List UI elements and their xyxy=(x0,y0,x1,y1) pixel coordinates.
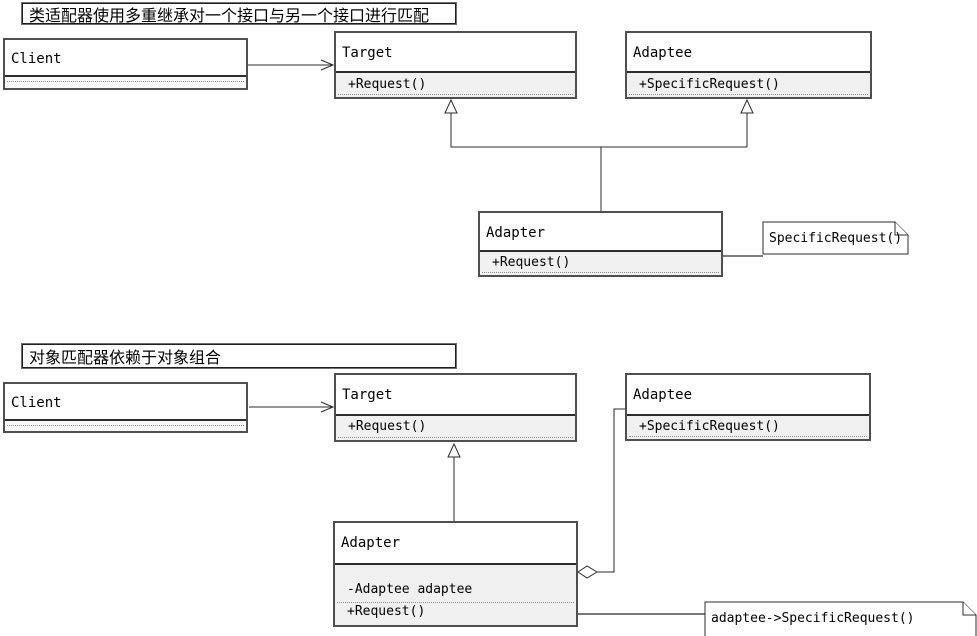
caption-text: 对象匹配器依赖于对象组合 xyxy=(29,348,222,367)
class-client-bottom: Client xyxy=(3,382,248,433)
class-adapter-top: Adapter +Request() xyxy=(478,211,723,277)
methods-compartment: +Request() xyxy=(336,73,575,97)
members-compartment: -Adaptee adaptee +Request() xyxy=(335,565,576,625)
class-name: Client xyxy=(5,40,246,75)
association-arrowhead-bottom-icon xyxy=(320,401,335,413)
note-text-top: SpecificRequest() xyxy=(769,231,903,246)
class-name: Client xyxy=(5,384,246,419)
class-target-bottom: Target +Request() xyxy=(334,373,577,442)
methods-compartment: +Request() xyxy=(336,416,575,440)
dotted-divider xyxy=(7,81,244,82)
compartment-divider xyxy=(336,414,575,416)
class-adaptee-bottom: Adaptee +SpecificRequest() xyxy=(625,373,871,441)
methods-compartment: +SpecificRequest() xyxy=(627,73,870,97)
caption-text: 类适配器使用多重继承对一个接口与另一个接口进行匹配 xyxy=(29,5,430,25)
method-label: +Request() xyxy=(348,419,427,434)
class-name: Target xyxy=(336,33,575,71)
class-adaptee-top: Adaptee +SpecificRequest() xyxy=(625,31,872,99)
methods-compartment: +SpecificRequest() xyxy=(627,416,869,439)
class-name: Adaptee xyxy=(627,33,870,71)
generalization-triangle-target-bottom-icon xyxy=(447,442,461,458)
class-name: Adaptee xyxy=(627,375,869,414)
class-target-top: Target +Request() xyxy=(334,31,577,99)
attribute-label: -Adaptee adaptee xyxy=(347,582,473,597)
compartment-divider xyxy=(335,563,576,565)
caption-object-adapter: 对象匹配器依赖于对象组合 xyxy=(21,343,457,369)
method-label: +Request() xyxy=(348,77,427,92)
method-label: +Request() xyxy=(492,255,571,270)
association-arrowhead-top-icon xyxy=(320,59,335,71)
caption-class-adapter: 类适配器使用多重继承对一个接口与另一个接口进行匹配 xyxy=(21,2,457,25)
dotted-divider xyxy=(337,602,574,603)
generalization-connector-top xyxy=(450,113,748,148)
method-label: +SpecificRequest() xyxy=(639,77,780,92)
note-text-bottom: adaptee->SpecificRequest() xyxy=(711,611,915,626)
dotted-divider xyxy=(7,425,244,426)
aggregation-diamond-icon xyxy=(577,565,598,579)
method-label: +SpecificRequest() xyxy=(639,419,780,434)
class-name: Adapter xyxy=(480,213,721,250)
compartment-divider xyxy=(5,75,246,77)
compartment-divider xyxy=(480,250,721,252)
class-name: Adapter xyxy=(335,523,576,563)
dotted-divider xyxy=(629,94,868,95)
compartment-divider xyxy=(336,71,575,73)
compartment-divider xyxy=(5,419,246,421)
class-adapter-bottom: Adapter -Adaptee adaptee +Request() xyxy=(333,521,578,627)
dotted-divider xyxy=(482,272,719,273)
generalization-triangle-target-top-icon xyxy=(444,98,458,114)
methods-compartment: +Request() xyxy=(480,252,721,275)
dotted-divider xyxy=(338,94,573,95)
compartment-divider xyxy=(627,414,869,416)
compartment-divider xyxy=(627,71,870,73)
empty-compartment xyxy=(5,421,246,431)
dotted-divider xyxy=(629,436,867,437)
class-client-top: Client xyxy=(3,38,248,90)
dotted-divider xyxy=(338,437,573,438)
aggregation-connector-bottom xyxy=(597,408,625,573)
generalization-triangle-adaptee-top-icon xyxy=(740,98,754,114)
note-fold-bottom-icon xyxy=(962,602,976,616)
class-name: Target xyxy=(336,375,575,414)
method-label: +Request() xyxy=(347,604,426,619)
empty-compartment xyxy=(5,77,246,88)
